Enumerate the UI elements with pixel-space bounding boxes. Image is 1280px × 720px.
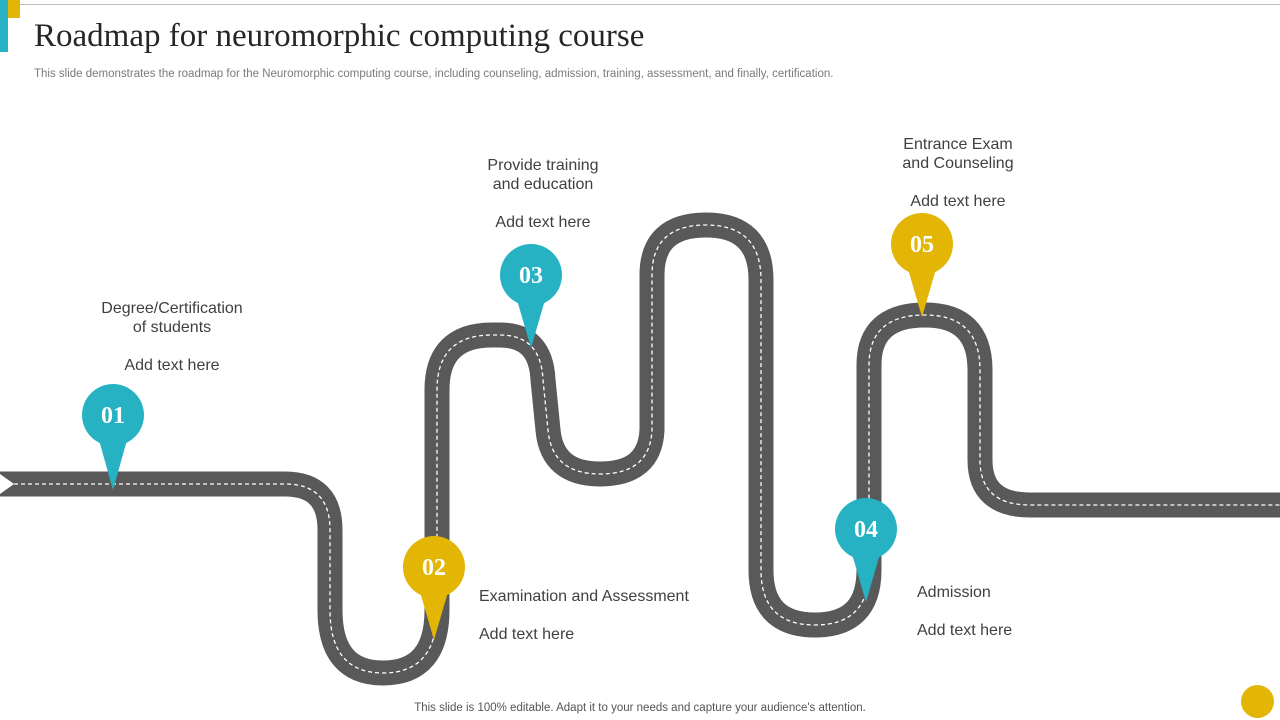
milestone-label-02: Examination and Assessment Add text here — [479, 587, 689, 644]
milestone-title-line: Admission — [917, 584, 991, 601]
pin-marker-icon — [517, 300, 545, 348]
pin-marker-icon — [908, 269, 936, 317]
pin-number: 02 — [422, 555, 446, 581]
milestone-title-line: of students — [132, 319, 212, 336]
pin-number: 03 — [519, 263, 543, 289]
milestone-text: Add text here — [910, 193, 1006, 210]
pin-number: 01 — [101, 403, 125, 429]
pin-number: 04 — [854, 517, 878, 543]
milestone-label-05: Entrance Exam and Counseling Add text he… — [868, 135, 1048, 211]
page-subtitle: This slide demonstrates the roadmap for … — [34, 68, 834, 80]
milestone-title-line: Examination and Assessment — [479, 588, 689, 605]
milestone-text: Add text here — [917, 622, 1013, 639]
pin-marker-icon — [420, 592, 448, 640]
accent-bar-teal — [0, 0, 8, 52]
milestone-title-line: and education — [492, 176, 594, 193]
milestone-text: Add text here — [124, 357, 220, 374]
top-rule — [20, 4, 1280, 5]
page-title: Roadmap for neuromorphic computing cours… — [34, 18, 645, 54]
pin-marker-icon — [852, 554, 880, 602]
pin-number: 05 — [910, 232, 934, 258]
footer-note: This slide is 100% editable. Adapt it to… — [414, 702, 866, 714]
road-center-dashes — [0, 224, 1280, 674]
milestone-pin-05: 05 — [891, 213, 953, 317]
corner-decoration — [1241, 685, 1274, 718]
milestone-text: Add text here — [495, 214, 591, 231]
milestone-pin-03: 03 — [500, 244, 562, 348]
milestone-label-03: Provide training and education Add text … — [453, 156, 633, 232]
accent-bar-gold — [8, 0, 20, 18]
milestone-text: Add text here — [479, 626, 575, 643]
milestone-title-line: Provide training — [487, 157, 599, 174]
milestone-label-04: Admission Add text here — [917, 583, 1012, 640]
milestone-pin-04: 04 — [835, 498, 897, 602]
milestone-label-01: Degree/Certification of students Add tex… — [82, 299, 262, 375]
pin-marker-icon — [99, 440, 127, 490]
road-start-notch — [0, 474, 14, 494]
milestone-title-line: and Counseling — [902, 155, 1014, 172]
milestone-title-line: Degree/Certification — [101, 300, 243, 317]
milestone-title-line: Entrance Exam — [903, 136, 1013, 153]
milestone-pin-01: 01 — [82, 384, 144, 490]
milestone-pin-02: 02 — [403, 536, 465, 640]
